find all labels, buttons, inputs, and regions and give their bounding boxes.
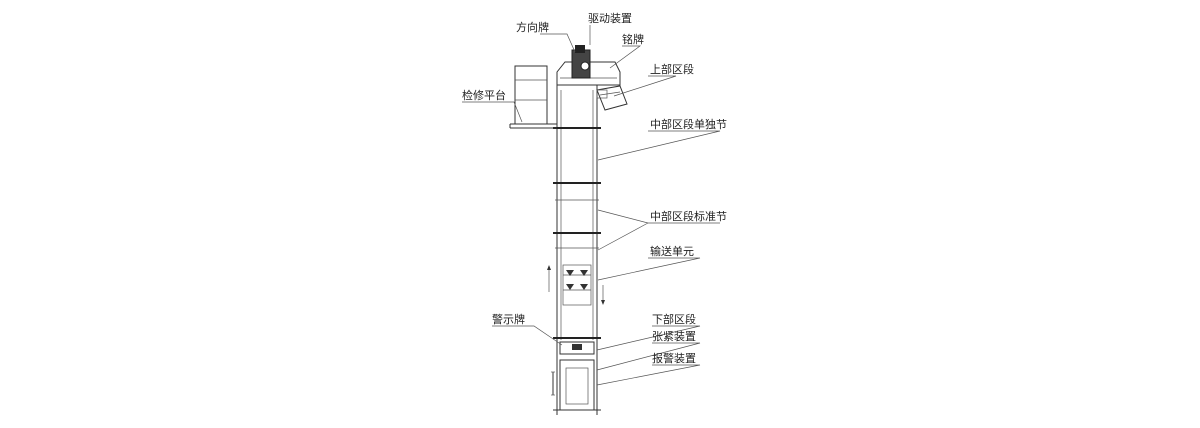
label-upper-section: 上部区段 [650, 62, 694, 76]
label-middle-single-section: 中部区段单独节 [650, 117, 727, 131]
label-tensioning-device: 张紧装置 [652, 330, 696, 343]
label-maintenance-platform: 检修平台 [462, 88, 506, 102]
label-alarm-device: 报警装置 [652, 351, 696, 365]
label-lower-section: 下部区段 [652, 312, 696, 326]
label-nameplate: 铭牌 [622, 32, 644, 46]
label-warning-sign: 警示牌 [492, 312, 525, 326]
leader-lines [462, 25, 721, 386]
label-middle-standard-section: 中部区段标准节 [650, 209, 727, 223]
label-direction-plate: 方向牌 [516, 20, 549, 34]
lower-section-drawing [551, 341, 601, 411]
upper-section-drawing [556, 45, 628, 111]
conveying-unit-drawing [547, 264, 605, 306]
label-conveying-unit: 输送单元 [650, 244, 694, 258]
elevator-column [553, 85, 601, 415]
maintenance-platform-drawing [509, 65, 557, 129]
label-drive-unit: 驱动装置 [588, 12, 632, 25]
